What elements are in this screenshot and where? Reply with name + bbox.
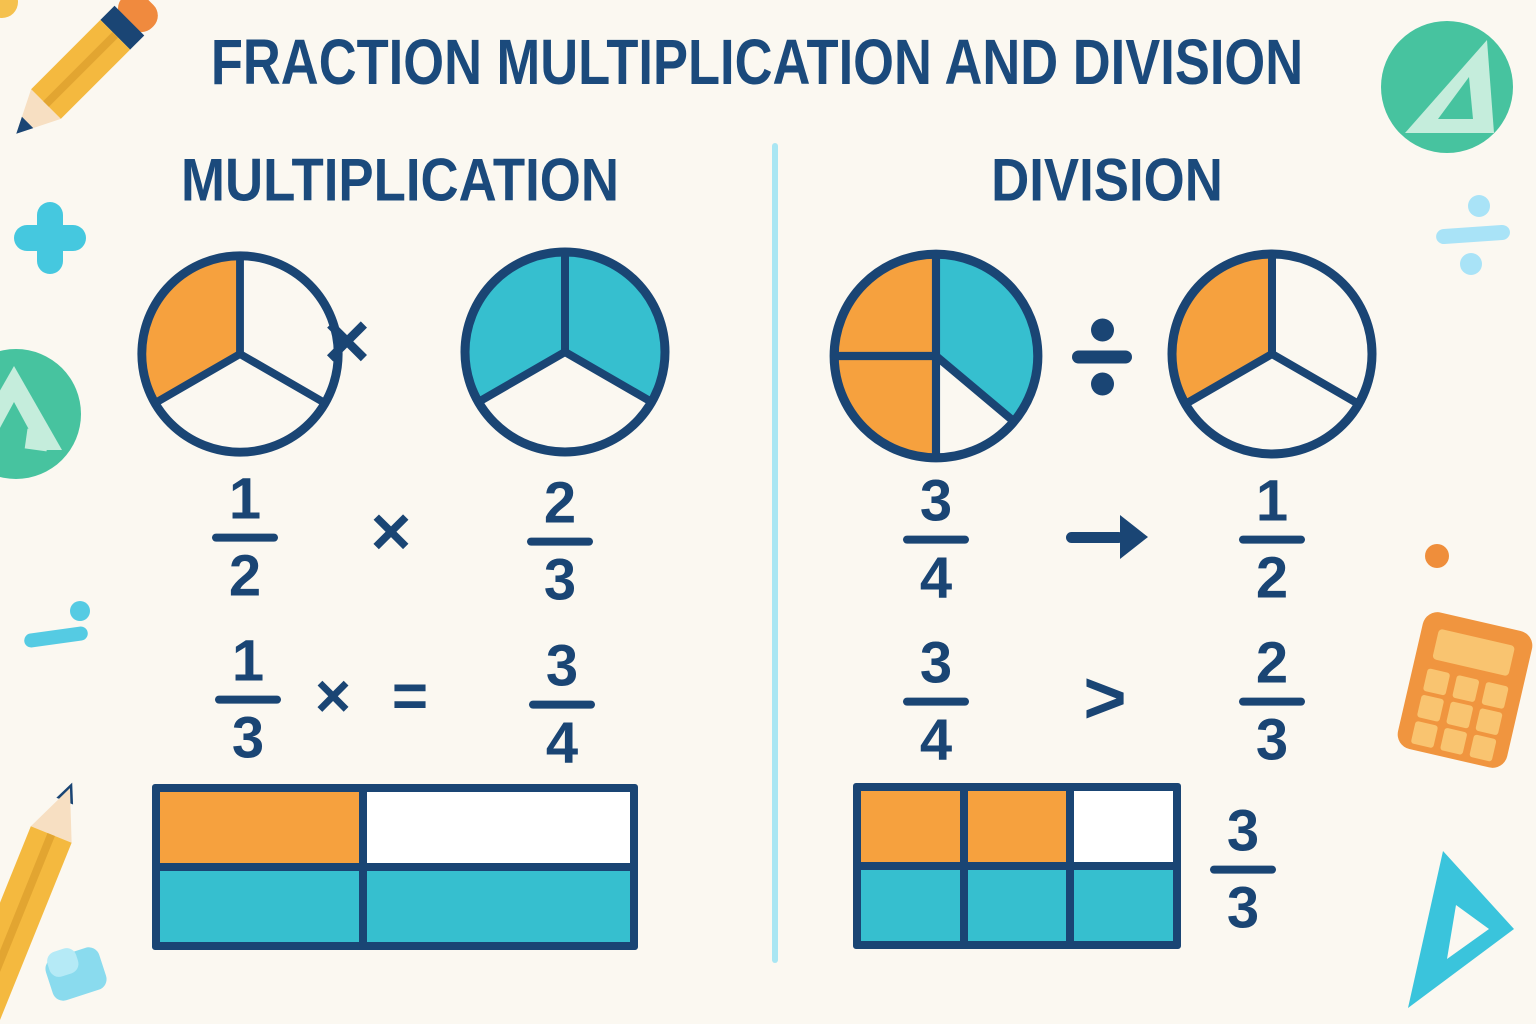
fraction-bar — [1239, 536, 1305, 544]
set-square-icon — [1408, 851, 1514, 1008]
numerator: 2 — [543, 470, 577, 536]
calculator-icon — [1397, 612, 1533, 768]
fraction-bar — [527, 538, 593, 546]
set-square-badge-icon — [0, 349, 81, 479]
fraction-bar — [215, 696, 281, 704]
bar-cell-teal — [366, 871, 630, 942]
greater-than-operator: > — [1083, 656, 1127, 739]
bar-cell-orange — [160, 792, 359, 863]
numerator: 3 — [919, 630, 953, 696]
denominator: 2 — [1255, 546, 1289, 611]
fraction: 2 3 — [1239, 630, 1305, 773]
numerator: 1 — [228, 466, 262, 532]
denominator: 3 — [231, 706, 265, 771]
fraction-bar — [1239, 698, 1305, 706]
pencil-icon — [16, 0, 158, 134]
fraction: 2 3 — [527, 470, 593, 613]
equals-operator: = — [391, 662, 429, 731]
multiply-operator: × — [314, 662, 352, 731]
denominator: 2 — [228, 544, 262, 609]
eraser-icon — [45, 947, 107, 1001]
bar-cell-orange — [967, 791, 1067, 862]
fraction: 1 2 — [212, 466, 278, 609]
numerator: 1 — [231, 628, 265, 694]
bar-cell-teal — [967, 870, 1067, 941]
divide-bar — [1072, 350, 1132, 364]
divide-dot — [1090, 372, 1114, 396]
denominator: 4 — [919, 708, 953, 773]
fraction-pie-three-quarters-mixed — [829, 249, 1043, 463]
triangle-badge-icon — [1381, 21, 1513, 153]
divide-icon — [1436, 195, 1510, 275]
fraction: 3 4 — [903, 468, 969, 611]
denominator: 4 — [545, 711, 579, 776]
arrow-head — [1120, 515, 1148, 559]
page-title: FRACTION MULTIPLICATION AND DIVISION — [210, 26, 1304, 98]
arrow-operator — [1066, 515, 1148, 559]
bar-cell-teal — [1074, 870, 1173, 941]
divide-icon — [24, 601, 90, 648]
fraction-bar — [903, 536, 969, 544]
numerator: 3 — [1226, 798, 1260, 864]
fraction: 1 2 — [1239, 468, 1305, 611]
fraction-bar — [212, 534, 278, 542]
bar-cell-white — [1074, 791, 1173, 862]
fraction-pie-two-thirds-teal — [460, 247, 670, 457]
numerator: 1 — [1255, 468, 1289, 534]
denominator: 4 — [919, 546, 953, 611]
arrow-shaft — [1066, 532, 1124, 543]
bar-cell-white — [366, 792, 630, 863]
denominator: 3 — [1226, 876, 1260, 941]
pencil-icon — [0, 782, 74, 1024]
divide-dot — [1090, 318, 1114, 342]
orange-dot — [1425, 544, 1449, 568]
bar-cell-teal — [861, 870, 960, 941]
fraction-bar — [903, 698, 969, 706]
fraction: 3 4 — [529, 633, 595, 776]
numerator: 2 — [1255, 630, 1289, 696]
bar-cell-orange — [861, 791, 960, 862]
bar-model-division — [853, 783, 1181, 949]
numerator: 3 — [545, 633, 579, 699]
multiplication-heading: MULTIPLICATION — [181, 146, 619, 214]
multiply-operator: × — [370, 492, 412, 570]
fraction-pie-one-third-orange — [137, 251, 343, 457]
division-heading: DIVISION — [991, 146, 1223, 214]
column-divider — [772, 143, 778, 963]
plus-icon — [14, 202, 86, 274]
numerator: 3 — [919, 468, 953, 534]
fraction-bar — [1210, 866, 1276, 874]
bar-model-label-fraction: 3 3 — [1210, 798, 1276, 941]
denominator: 3 — [1255, 708, 1289, 773]
fraction: 3 4 — [903, 630, 969, 773]
divide-operator — [1072, 318, 1132, 396]
fraction-bar — [529, 701, 595, 709]
denominator: 3 — [543, 548, 577, 613]
bar-cell-teal — [160, 871, 359, 942]
multiply-operator: × — [323, 296, 371, 385]
fraction-pie-one-third-orange — [1167, 249, 1377, 459]
fraction: 1 3 — [215, 628, 281, 771]
corner-dot — [0, 0, 18, 18]
bar-model-multiplication — [152, 784, 638, 950]
